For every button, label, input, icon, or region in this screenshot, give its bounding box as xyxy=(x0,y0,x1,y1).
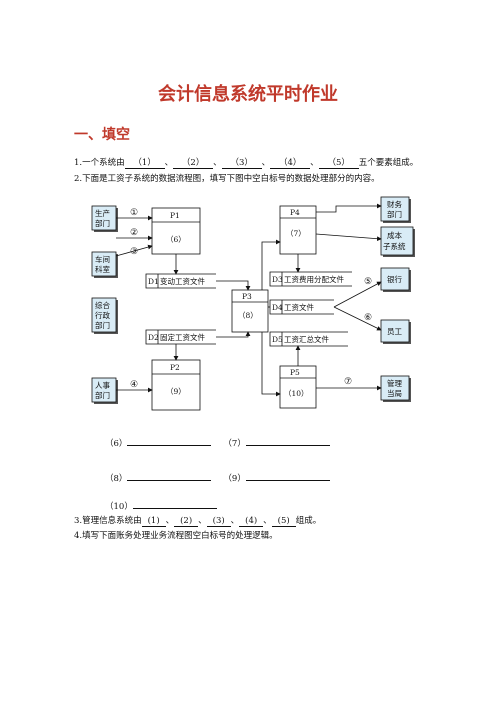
svg-text:P4: P4 xyxy=(290,208,300,217)
svg-text:部门: 部门 xyxy=(95,218,110,228)
svg-text:D2: D2 xyxy=(148,333,159,342)
question-4: 4.填写下面账务处理业务流程图空白标号的处理逻辑。 xyxy=(74,531,278,541)
page-title: 会计信息系统平时作业 xyxy=(158,84,338,105)
svg-text:行政: 行政 xyxy=(95,310,110,320)
question-1: 1.一个系统由（1）、（2）、（3）、（4）、（5）五个要素组成。 xyxy=(74,156,419,169)
blank-2[interactable]: （2） xyxy=(173,156,214,169)
svg-text:（10）: （10） xyxy=(284,389,309,398)
entity-admin xyxy=(91,297,118,334)
svg-text:⑤: ⑤ xyxy=(364,277,372,287)
svg-text:子系统: 子系统 xyxy=(383,241,406,251)
answer-row-2: （8）（9） xyxy=(105,472,330,484)
store-d1 xyxy=(145,273,216,289)
entity-cost xyxy=(380,226,415,257)
svg-text:③: ③ xyxy=(130,247,138,257)
entity-mgmt-label: 管理 xyxy=(387,378,402,388)
entity-bank-label: 银行 xyxy=(387,274,402,284)
answer-8-field[interactable] xyxy=(127,480,212,481)
svg-text:工资费用分配文件: 工资费用分配文件 xyxy=(284,274,344,284)
svg-text:P5: P5 xyxy=(290,368,300,377)
svg-text:④: ④ xyxy=(130,380,138,390)
svg-text:①: ① xyxy=(130,208,138,218)
entity-workshop-label: 车间 xyxy=(95,254,110,264)
svg-text:科室: 科室 xyxy=(95,264,110,274)
svg-text:（9）: （9） xyxy=(166,387,186,396)
store-d2 xyxy=(145,329,216,345)
entity-cost-label: 成本 xyxy=(387,230,402,240)
svg-text:部门: 部门 xyxy=(95,390,110,400)
svg-text:工资文件: 工资文件 xyxy=(284,302,314,312)
data-flow-diagram: 生产 部门 车间 科室 综合 行政 部门 人事 部门 财务 部门 成本 子系统 … xyxy=(91,196,415,411)
answer-row-3: （10） xyxy=(105,500,217,512)
svg-text:P3: P3 xyxy=(242,292,252,301)
entity-admin-label: 综合 xyxy=(95,300,110,310)
mis-blank-3[interactable]: (3) xyxy=(206,516,231,527)
svg-text:当局: 当局 xyxy=(387,388,402,398)
answer-9-field[interactable] xyxy=(245,480,330,481)
entity-hr xyxy=(91,377,118,404)
question-3: 3.管理信息系统由(1)、(2)、(3)、(4)、(5)组成。 xyxy=(74,516,322,527)
svg-text:⑦: ⑦ xyxy=(344,377,352,387)
svg-text:固定工资文件: 固定工资文件 xyxy=(160,332,205,342)
svg-text:变动工资文件: 变动工资文件 xyxy=(160,276,205,286)
answer-10-field[interactable] xyxy=(132,508,217,509)
store-d5 xyxy=(269,331,348,347)
svg-text:D3: D3 xyxy=(272,275,283,284)
answer-row-1: （6）（7） xyxy=(105,437,330,449)
entity-finance xyxy=(380,196,411,223)
svg-text:部门: 部门 xyxy=(95,320,110,330)
svg-text:（7）: （7） xyxy=(286,229,306,238)
svg-text:（8）: （8） xyxy=(238,311,258,320)
entity-mgmt xyxy=(380,375,411,402)
mis-blank-5[interactable]: (5) xyxy=(271,516,296,527)
blank-5[interactable]: （5） xyxy=(318,156,359,169)
section-heading: 一、填空 xyxy=(74,127,130,143)
mis-blank-4[interactable]: (4) xyxy=(239,516,264,527)
blank-3[interactable]: （3） xyxy=(221,156,262,169)
store-d3 xyxy=(269,271,352,287)
entity-production-label: 生产 xyxy=(95,208,110,218)
svg-text:工资汇总文件: 工资汇总文件 xyxy=(284,334,329,344)
svg-text:②: ② xyxy=(130,228,138,238)
blank-4[interactable]: （4） xyxy=(270,156,311,169)
answer-7-field[interactable] xyxy=(245,445,330,446)
entity-bank xyxy=(380,267,411,292)
question-2: 2.下面是工资子系统的数据流程图，填写下图中空白标号的数据处理部分的内容。 xyxy=(74,174,380,184)
entity-workshop xyxy=(91,251,118,278)
mis-blank-1[interactable]: (1) xyxy=(141,516,166,527)
svg-text:D1: D1 xyxy=(148,277,159,286)
entity-finance-label: 财务 xyxy=(387,199,402,209)
svg-text:（6）: （6） xyxy=(166,235,186,244)
svg-text:P2: P2 xyxy=(170,363,180,372)
entity-hr-label: 人事 xyxy=(95,380,110,390)
blank-1[interactable]: （1） xyxy=(124,156,165,169)
svg-text:D4: D4 xyxy=(272,303,283,312)
svg-text:P1: P1 xyxy=(170,211,180,220)
svg-text:部门: 部门 xyxy=(387,209,402,219)
entity-staff xyxy=(380,319,411,344)
entity-production xyxy=(91,205,118,232)
entity-staff-label: 员工 xyxy=(387,327,402,336)
answer-6-field[interactable] xyxy=(127,445,212,446)
svg-text:D5: D5 xyxy=(272,335,283,344)
svg-text:⑥: ⑥ xyxy=(364,313,372,323)
mis-blank-2[interactable]: (2) xyxy=(174,516,199,527)
